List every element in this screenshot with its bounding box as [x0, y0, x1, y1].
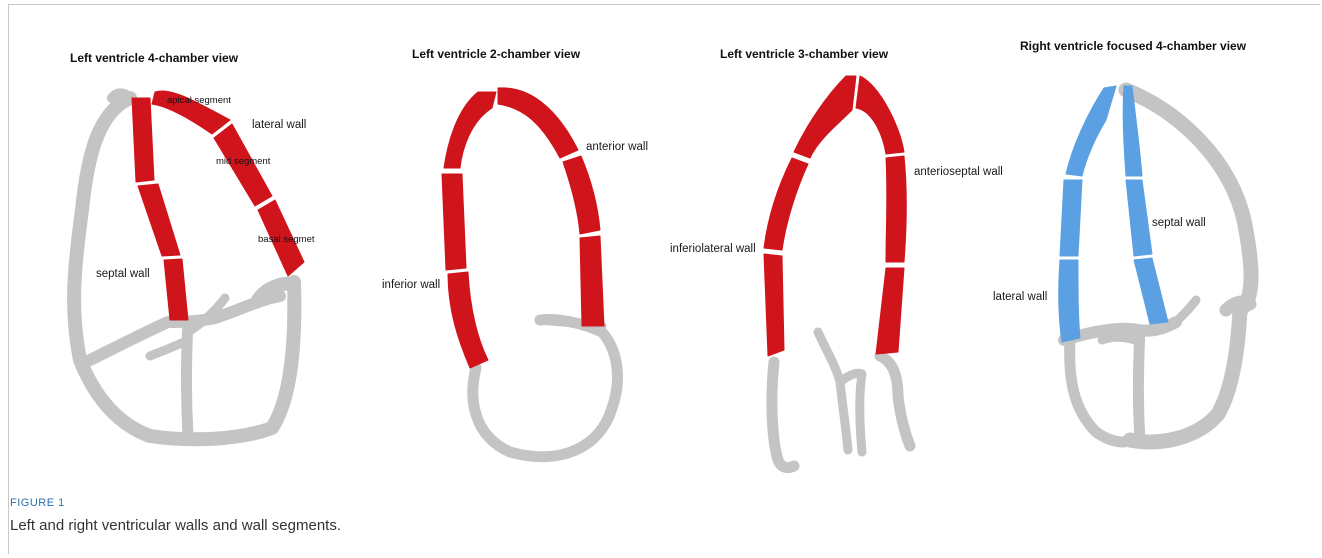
- atrial-septum-rv: [1139, 330, 1141, 440]
- label-lateral-wall: lateral wall: [252, 119, 306, 131]
- anterioseptal-wall-basal-segment: [876, 268, 904, 354]
- label-inferiolateral-wall: inferiolateral wall: [670, 243, 756, 255]
- rv-lateral-wall-apical-segment: [1066, 86, 1116, 176]
- left-atrium-wall: [772, 362, 794, 468]
- panel-title-rv-4ch: Right ventricle focused 4-chamber view: [1020, 39, 1247, 53]
- anterioseptal-wall-mid-segment: [886, 156, 906, 262]
- rv-lateral-wall-basal-segment: [1059, 260, 1080, 342]
- label-rv-lateral-wall: lateral wall: [993, 291, 1047, 303]
- panel-title-lv-3ch: Left ventricle 3-chamber view: [720, 47, 889, 61]
- label-basal-segment: basal segmet: [258, 234, 315, 245]
- anterior-wall-apical-segment: [498, 88, 578, 158]
- anterior-wall-mid-segment: [563, 156, 600, 234]
- anterior-wall-basal-segment: [580, 236, 604, 326]
- panel-title-lv-2ch: Left ventricle 2-chamber view: [412, 47, 581, 61]
- label-anterioseptal-wall: anterioseptal wall: [914, 166, 1003, 178]
- inferior-wall-mid-segment: [442, 174, 466, 270]
- mitral-leaflet-rv: [1176, 300, 1196, 322]
- panel-lv-2-chamber: Left ventricle 2-chamber view anterior w…: [382, 47, 648, 457]
- septal-wall-basal-segment: [164, 259, 188, 320]
- figure-caption: Left and right ventricular walls and wal…: [10, 517, 341, 534]
- atrium-outline: [473, 320, 618, 457]
- septal-wall-mid-segment: [138, 184, 180, 256]
- inferiolateral-wall-basal-segment: [764, 254, 784, 356]
- rv-lateral-wall-mid-segment: [1060, 180, 1082, 256]
- lv-bottom: [1070, 340, 1130, 442]
- panel-lv-4-chamber: Left ventricle 4-chamber view apical seg…: [70, 51, 315, 439]
- panel-rv-4-chamber: Right ventricle focused 4-chamber view s…: [993, 39, 1251, 442]
- inferiolateral-wall-apical-segment: [794, 76, 856, 158]
- aortic-root-left: [818, 332, 848, 450]
- septal-wall-apical-segment: [132, 98, 154, 182]
- rv-septal-wall-mid-segment: [1126, 180, 1152, 256]
- tricuspid-leaflet: [1102, 337, 1140, 342]
- panel-lv-3-chamber: Left ventricle 3-chamber view anteriosep…: [670, 47, 1003, 468]
- heart-outline-top: [112, 93, 130, 98]
- inferior-wall-basal-segment: [448, 272, 488, 368]
- panel-title-lv-4ch: Left ventricle 4-chamber view: [70, 51, 239, 65]
- label-mid-segment: mid segment: [216, 156, 271, 167]
- inferior-wall-apical-segment: [444, 92, 496, 168]
- label-rv-septal-wall: septal wall: [1152, 217, 1206, 229]
- lateral-nub: [1226, 302, 1250, 310]
- figure-label: FIGURE 1: [10, 497, 65, 509]
- aorta-wall: [880, 356, 910, 446]
- anterioseptal-wall-apical-segment: [856, 76, 904, 154]
- label-inferior-wall: inferior wall: [382, 279, 440, 291]
- label-apical-segment: apical segment: [167, 95, 231, 106]
- inferiolateral-wall-mid-segment: [764, 158, 808, 250]
- label-septal-wall: septal wall: [96, 268, 150, 280]
- rv-septal-wall-basal-segment: [1134, 258, 1168, 324]
- label-anterior-wall: anterior wall: [586, 141, 648, 153]
